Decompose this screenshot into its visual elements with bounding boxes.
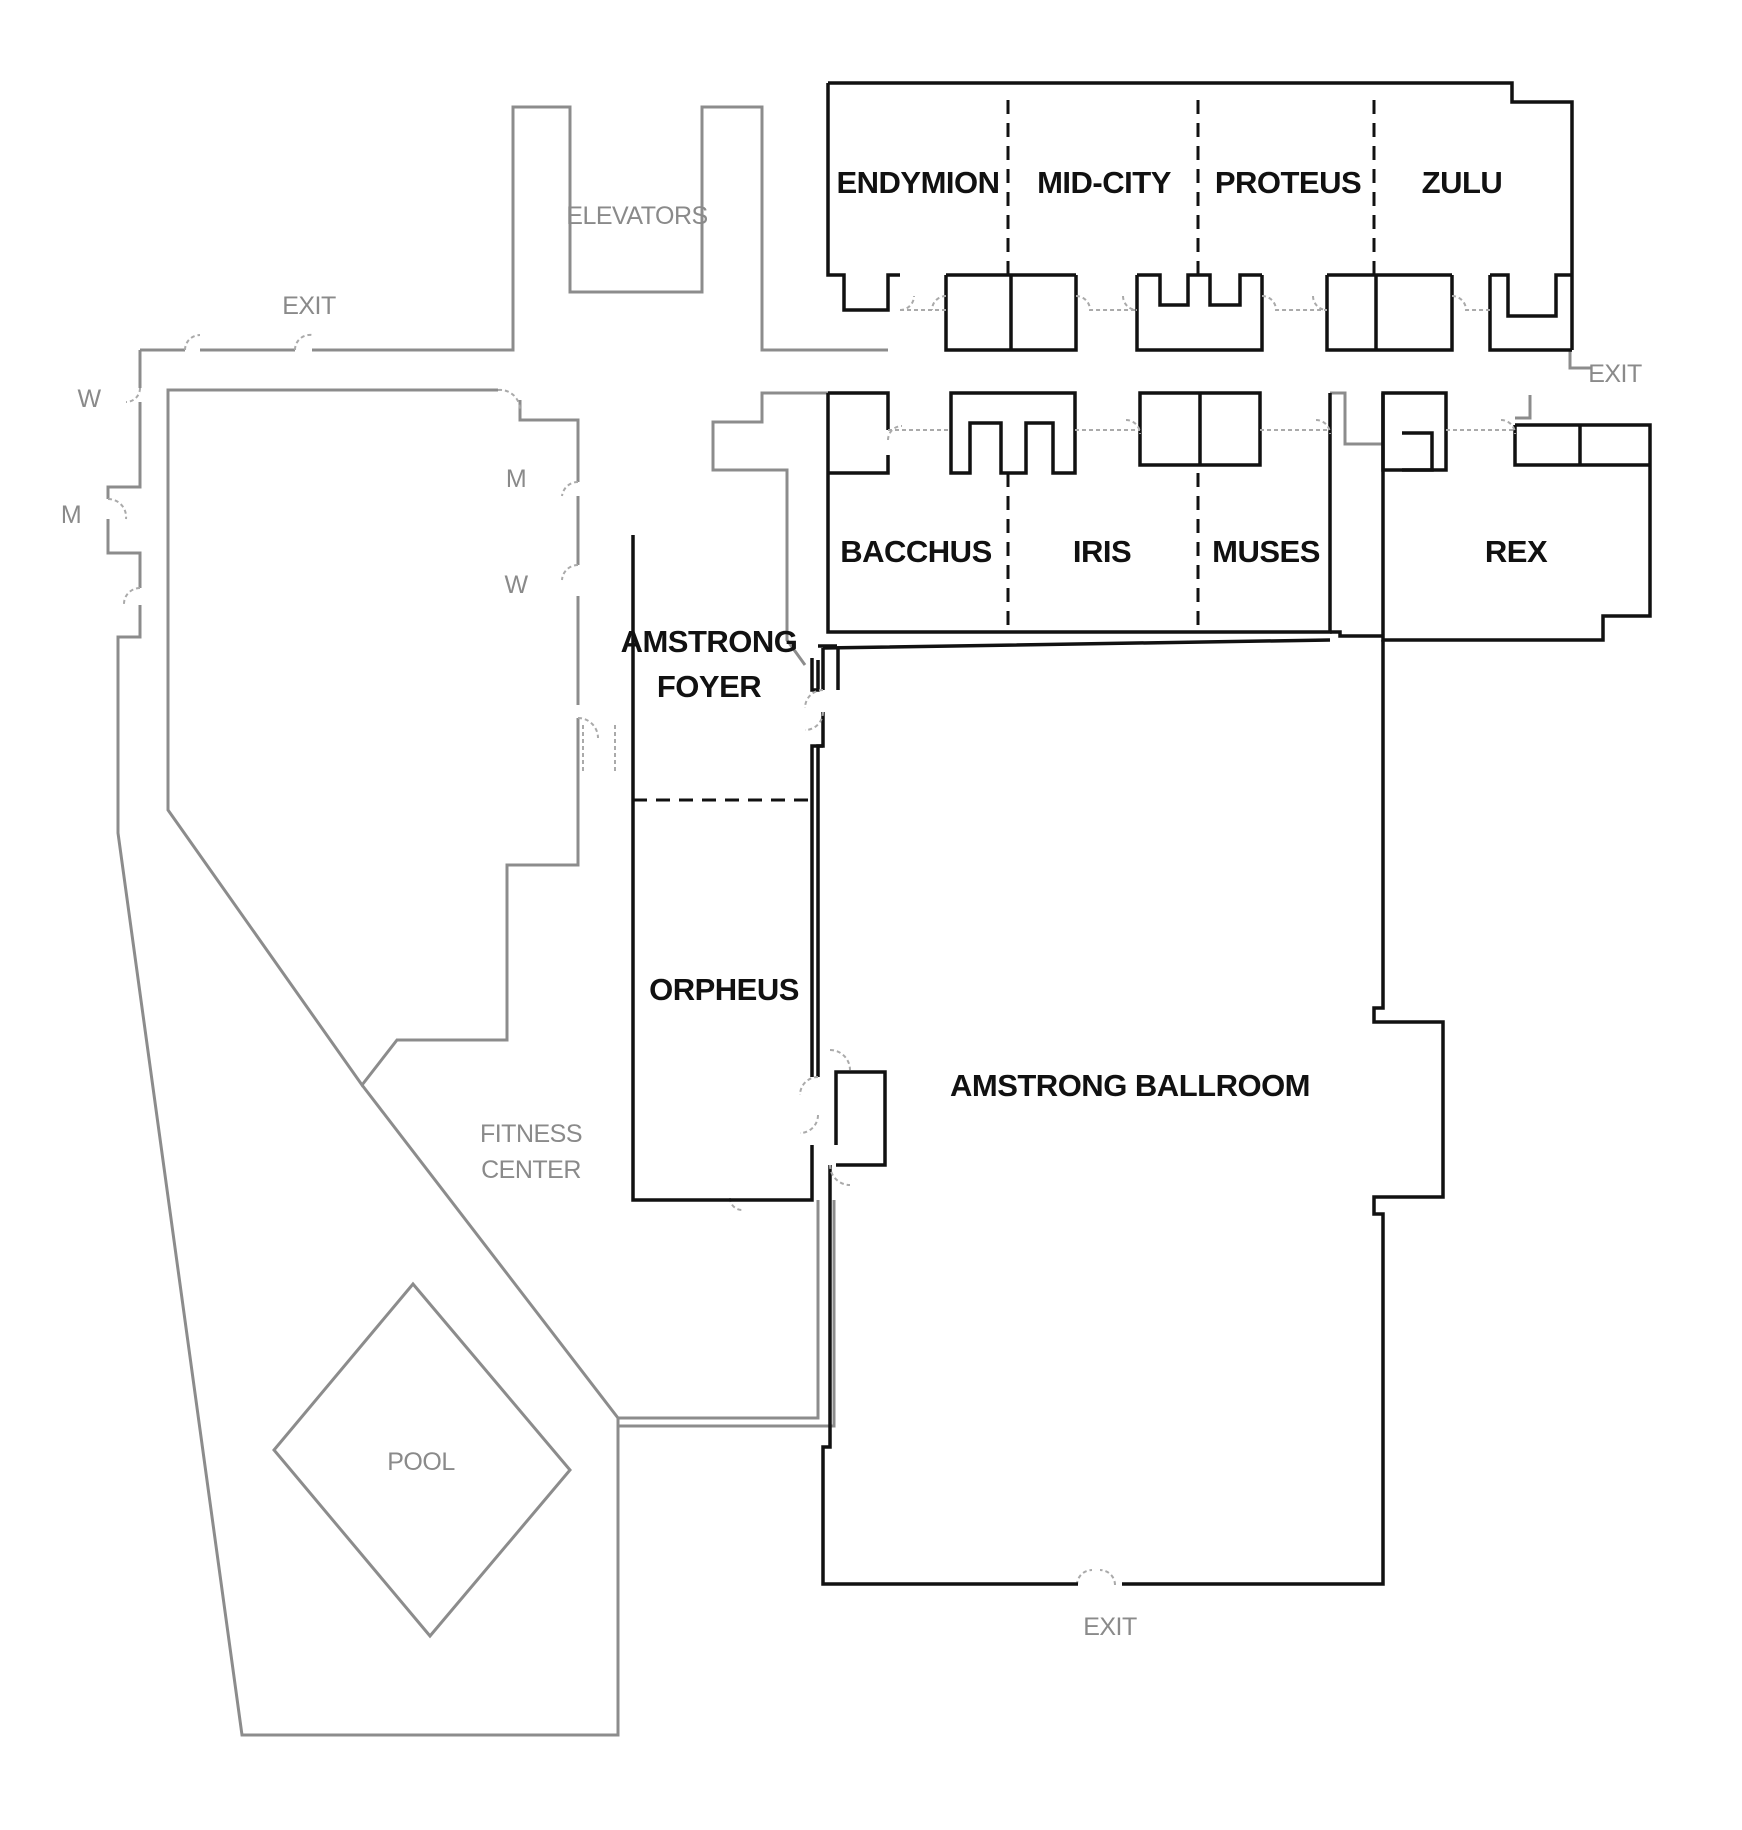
room-amstrong-foyer-line2: FOYER [657, 669, 761, 704]
room-dividers [633, 100, 1376, 802]
label-exit-bottom: EXIT [1083, 1613, 1137, 1641]
label-exit-top: EXIT [282, 292, 336, 320]
label-restroom-w-left: W [77, 385, 101, 413]
room-amstrong-ballroom: AMSTRONG BALLROOM [950, 1068, 1310, 1103]
label-restroom-w-right: W [504, 571, 528, 599]
label-restroom-m-right: M [506, 465, 526, 493]
room-iris: IRIS [1073, 534, 1131, 569]
room-mid-city: MID-CITY [1037, 165, 1172, 200]
room-proteus: PROTEUS [1215, 165, 1361, 200]
room-muses: MUSES [1212, 534, 1320, 569]
label-pool: POOL [387, 1448, 455, 1476]
meeting-rooms-walls [631, 81, 1652, 1586]
room-amstrong-foyer-line1: AMSTRONG [621, 624, 798, 659]
label-elevators: ELEVATORS [566, 202, 707, 230]
outer-building-outline [106, 105, 1592, 1737]
room-doors [799, 295, 1516, 1186]
room-endymion: ENDYMION [836, 165, 999, 200]
label-fitness-line2: CENTER [481, 1156, 581, 1184]
pool-outline [272, 1281, 572, 1639]
room-zulu: ZULU [1422, 165, 1503, 200]
room-bacchus: BACCHUS [840, 534, 992, 569]
gray-doors [107, 333, 1116, 1586]
label-restroom-m-left: M [61, 501, 81, 529]
room-orpheus: ORPHEUS [649, 972, 799, 1007]
room-labels: ENDYMION MID-CITY PROTEUS ZULU BACCHUS I… [621, 165, 1549, 1103]
label-exit-right: EXIT [1588, 360, 1642, 388]
label-fitness-line1: FITNESS [480, 1120, 582, 1148]
facility-labels: ELEVATORS FITNESS CENTER POOL EXIT EXIT … [61, 202, 1643, 1641]
room-rex: REX [1485, 534, 1548, 569]
